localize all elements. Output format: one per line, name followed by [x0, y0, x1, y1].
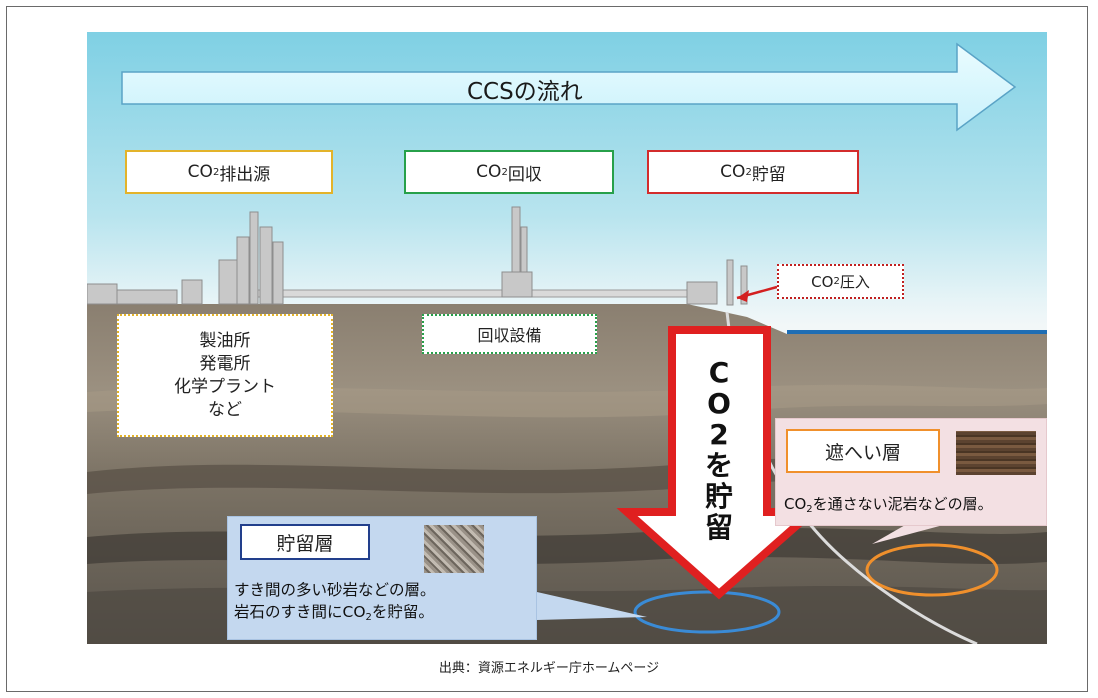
refinery-buildings — [87, 211, 284, 305]
co2-down-arrow — [616, 326, 823, 600]
flow-title: CCSの流れ — [467, 79, 583, 105]
cap-rock-title: 遮へい層 — [786, 429, 940, 473]
storage-layer-ellipse — [633, 590, 781, 634]
emission-sources-box: 製油所 発電所 化学プラント など — [117, 314, 333, 437]
source-caption: 出典：資源エネルギー庁ホームページ — [438, 661, 660, 676]
mudstone-sample-image — [956, 431, 1036, 475]
storage-callout-tail — [537, 592, 647, 620]
storage-layer-description: すき間の多い砂岩などの層。 岩石のすき間にCO2を貯留。 — [234, 581, 436, 623]
capture-facility-label: 回収設備 — [422, 314, 597, 354]
cap-rock-description: CO2を通さない泥岩などの層。 — [784, 495, 993, 515]
ccs-flow-arrow — [121, 42, 1017, 132]
cap-rock-ellipse — [865, 543, 999, 597]
co2-storage-vertical-text: C O 2 を 貯 留 — [704, 356, 733, 544]
capture-facility — [501, 206, 533, 298]
storage-layer-title: 貯留層 — [240, 524, 370, 560]
sandstone-sample-image — [424, 525, 484, 573]
cap-rock-callout: 遮へい層 CO2を通さない泥岩などの層。 — [775, 418, 1047, 526]
surface-pipeline — [236, 289, 708, 298]
injection-well — [686, 259, 748, 306]
storage-layer-callout: 貯留層 すき間の多い砂岩などの層。 岩石のすき間にCO2を貯留。 — [227, 516, 537, 640]
caprock-callout-tail — [872, 524, 947, 544]
